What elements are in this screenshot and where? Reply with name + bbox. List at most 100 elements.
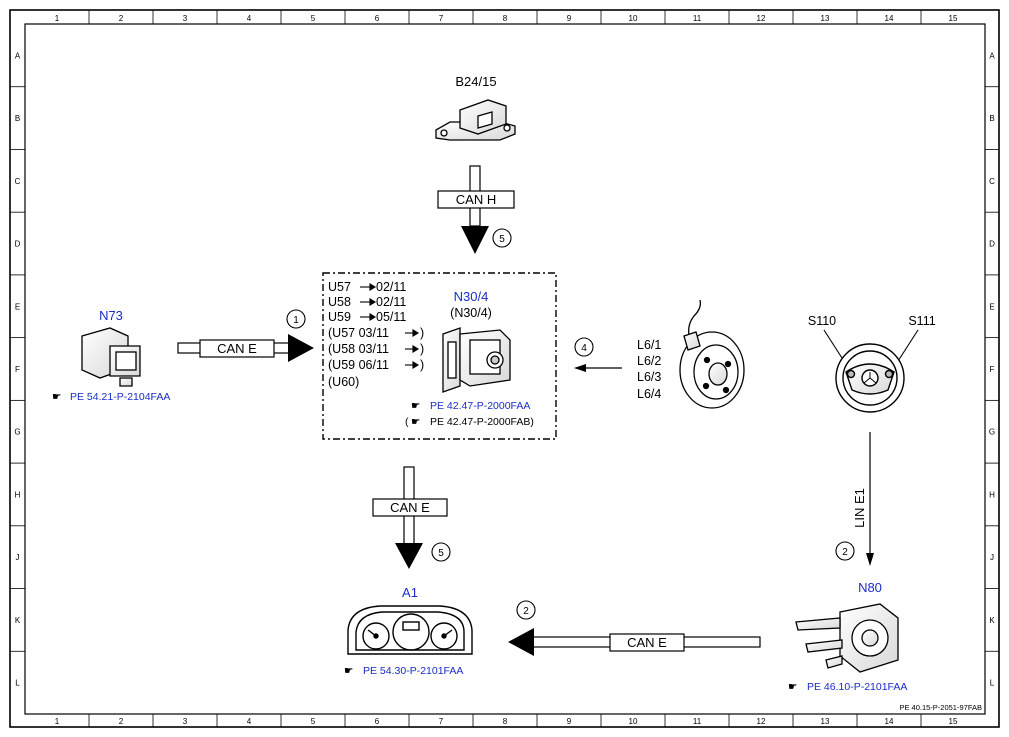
grid-row-left: F xyxy=(15,365,20,374)
grid-row-right: E xyxy=(989,302,994,311)
inner-frame xyxy=(24,23,986,715)
code-u59: U59 xyxy=(328,310,351,324)
grid-row-right: H xyxy=(989,490,995,499)
grid-col-top: 5 xyxy=(311,14,316,23)
n73-ref: PE 54.21-P-2104FAA xyxy=(70,391,170,403)
grid-row-left: A xyxy=(15,51,21,60)
grid-col-top: 14 xyxy=(885,14,894,23)
marker-1 xyxy=(286,309,306,329)
grid-col-top: 8 xyxy=(503,14,508,23)
grid-col-bottom: 2 xyxy=(119,717,124,726)
marker-4 xyxy=(492,228,512,248)
grid-col-top: 9 xyxy=(567,14,572,23)
can-e-bottom-arrowhead xyxy=(508,628,534,656)
code-u57: U57 xyxy=(328,280,351,294)
grid-col-bottom: 9 xyxy=(567,717,572,726)
can-e-bottom-tag xyxy=(609,633,685,652)
l6-3-label: L6/3 xyxy=(637,370,661,384)
grid-row-right: G xyxy=(989,428,995,437)
grid-row-right: J xyxy=(990,553,994,562)
n30-4-ref-icon: ☛ xyxy=(411,400,420,412)
l6-1-label: L6/1 xyxy=(637,338,661,352)
grid-col-top: 2 xyxy=(119,14,124,23)
n30-4-ref1: PE 42.47-P-2000FAA xyxy=(430,400,530,412)
n30-4-sublabel: (N30/4) xyxy=(450,306,492,320)
n73-ref-icon: ☛ xyxy=(52,391,61,403)
grid-col-bottom: 12 xyxy=(757,717,766,726)
n30-4-ref2-open: ( xyxy=(405,416,409,428)
marker-1-label: 1 xyxy=(293,315,299,326)
marker-3-label: 4 xyxy=(581,343,587,354)
l6-4-label: L6/4 xyxy=(637,387,661,401)
can-e-down-tag xyxy=(372,498,448,517)
n73-label: N73 xyxy=(99,308,123,323)
arrow-3-head xyxy=(574,364,586,372)
n30-4-group-box xyxy=(322,272,557,440)
code-small-arrows xyxy=(360,283,420,369)
grid-col-bottom: 3 xyxy=(183,717,188,726)
grid-row-right: D xyxy=(989,240,995,249)
grid-row-right: B xyxy=(989,114,994,123)
code-u58-0311: (U58 03/11 xyxy=(328,342,389,356)
date-u59: 05/11 xyxy=(376,310,406,324)
marker-3 xyxy=(574,337,594,357)
grid-row-right: A xyxy=(989,51,995,60)
grid-row-left: D xyxy=(15,240,21,249)
grid-col-top: 11 xyxy=(693,14,702,23)
grid-col-top: 13 xyxy=(821,14,830,23)
grid-col-bottom: 10 xyxy=(629,717,638,726)
marker-2-right xyxy=(835,541,855,561)
n80-label: N80 xyxy=(858,580,882,595)
n30-4-esp-module-icon xyxy=(442,327,511,393)
s111-label: S111 xyxy=(908,314,935,328)
grid-col-bottom: 15 xyxy=(949,717,958,726)
grid-col-top: 6 xyxy=(375,14,380,23)
grid-row-left: K xyxy=(15,616,21,625)
close-u58: ) xyxy=(420,342,424,356)
grid-row-right: F xyxy=(990,365,995,374)
grid-row-left: E xyxy=(15,302,20,311)
can-h-arrowhead xyxy=(461,226,489,254)
date-u57: 02/11 xyxy=(376,280,406,294)
date-u58: 02/11 xyxy=(376,295,406,309)
b24-15-label: B24/15 xyxy=(455,74,496,89)
grid-row-left: J xyxy=(16,553,20,562)
lin-e1-label: LIN E1 xyxy=(852,488,867,528)
n30-4-ref2-icon: ☛ xyxy=(411,416,420,428)
n30-4-ref2: PE 42.47-P-2000FAB) xyxy=(430,416,534,428)
can-e-left-tag xyxy=(199,339,275,358)
can-h-label: CAN H xyxy=(456,192,496,207)
marker-4-label: 5 xyxy=(499,234,505,245)
grid-col-top: 7 xyxy=(439,14,444,23)
can-e-bottom-label: CAN E xyxy=(627,635,667,650)
marker-2-bottom-label: 2 xyxy=(523,606,529,617)
grid-col-bottom: 8 xyxy=(503,717,508,726)
grid-col-bottom: 13 xyxy=(821,717,830,726)
marker-5 xyxy=(431,542,451,562)
grid-row-left: B xyxy=(15,114,20,123)
code-u59-0611: (U59 06/11 xyxy=(328,358,389,372)
marker-2-bottom xyxy=(516,600,536,620)
grid-col-top: 1 xyxy=(55,14,60,23)
a1-instrument-cluster-icon xyxy=(347,605,473,655)
l6-2-label: L6/2 xyxy=(637,354,661,368)
b24-15-sensor-icon xyxy=(435,99,516,141)
s110-label: S110 xyxy=(808,314,836,328)
grid-col-top: 15 xyxy=(949,14,958,23)
can-e-down-label: CAN E xyxy=(390,500,430,515)
grid-col-bottom: 14 xyxy=(885,717,894,726)
grid-col-bottom: 5 xyxy=(311,717,316,726)
grid-col-top: 12 xyxy=(757,14,766,23)
can-e-left-label: CAN E xyxy=(217,341,257,356)
lin-e1-arrowhead xyxy=(866,553,874,566)
code-u60: (U60) xyxy=(328,375,359,389)
a1-ref: PE 54.30-P-2101FAA xyxy=(363,665,463,677)
code-u57-0311: (U57 03/11 xyxy=(328,326,389,340)
grid-row-right: C xyxy=(989,177,995,186)
grid-col-top: 4 xyxy=(247,14,252,23)
grid-col-bottom: 6 xyxy=(375,717,380,726)
